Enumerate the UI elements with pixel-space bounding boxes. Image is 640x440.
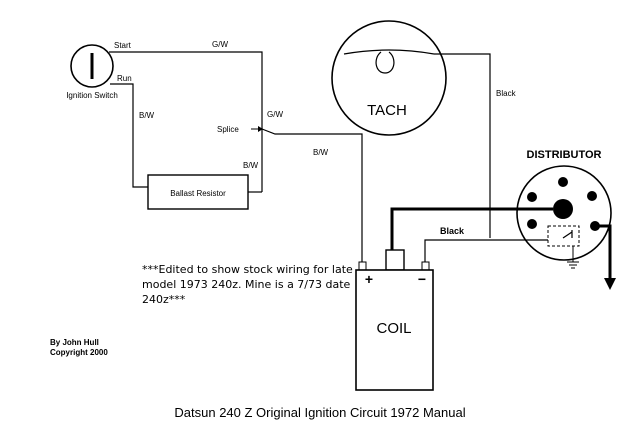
distributor-points-box: [547, 225, 580, 247]
bw-switch-wire: [110, 83, 148, 188]
coil-black-wire: [424, 239, 548, 265]
ignition-switch-body: [70, 44, 114, 88]
splice-label: Splice: [217, 125, 239, 134]
distributor-terminal-2: [587, 191, 597, 201]
coil-plus-label: +: [365, 271, 373, 287]
coil-tower: [385, 249, 405, 271]
distributor-label: DISTRIBUTOR: [527, 149, 602, 161]
ignition-switch-start-label: Start: [114, 41, 132, 50]
ballast-resistor: Ballast Resistor: [147, 174, 249, 210]
author: By John Hull: [50, 338, 99, 347]
wire-label-bw-splice: B/W: [313, 148, 329, 157]
coil-hightension-lead: [390, 207, 553, 250]
tach-arc: [343, 49, 435, 55]
tach-loop: [375, 51, 395, 74]
spark-lead: [595, 224, 612, 280]
coil-body: [355, 269, 434, 391]
tach-label: TACH: [367, 102, 407, 119]
splice-arrow-head: [258, 126, 263, 132]
ignition-switch-run-label: Run: [117, 74, 132, 83]
spark-lead-arrow: [604, 278, 616, 290]
edit-note: ***Edited to show stock wiring for late …: [142, 263, 353, 306]
wire-label-black-coil: Black: [440, 226, 465, 236]
distributor-terminal-4: [527, 192, 537, 202]
bw-splice-wire: [261, 128, 363, 265]
distributor-terminal-5: [527, 219, 537, 229]
tach-body: [331, 20, 447, 136]
wire-label-gw-vertical: G/W: [267, 110, 283, 119]
ignition-switch: Ignition Switch Start Run: [66, 41, 131, 100]
diagram-caption: Datsun 240 Z Original Ignition Circuit 1…: [174, 405, 466, 420]
coil-label: COIL: [376, 320, 411, 337]
switch-wiring: [109, 51, 363, 265]
ignition-coil: + − COIL: [355, 249, 434, 391]
wire-label-black-tach: Black: [496, 89, 517, 98]
ballast-resistor-label: Ballast Resistor: [170, 189, 226, 198]
distributor-center-terminal: [553, 199, 573, 219]
splice-marker: [251, 126, 263, 132]
wire-label-bw-resistor: B/W: [243, 161, 259, 170]
gw-wire: [109, 51, 263, 192]
copyright: Copyright 2000: [50, 348, 108, 357]
wire-label-bw-switch: B/W: [139, 111, 155, 120]
distributor: DISTRIBUTOR: [516, 149, 612, 269]
distributor-terminal-1: [558, 177, 568, 187]
tachometer: TACH: [331, 20, 447, 136]
coil-plus-terminal: [358, 261, 367, 271]
tach-black-wire: [434, 53, 491, 238]
byline: By John Hull Copyright 2000: [50, 338, 108, 358]
coil-minus-label: −: [418, 271, 426, 287]
ballast-resistor-body: [147, 174, 249, 210]
ignition-switch-label: Ignition Switch: [66, 91, 118, 100]
distributor-cap: [516, 165, 612, 261]
coil-minus-terminal: [421, 261, 430, 271]
wire-label-gw-top: G/W: [212, 40, 228, 49]
distributor-points-contact: [562, 231, 573, 239]
